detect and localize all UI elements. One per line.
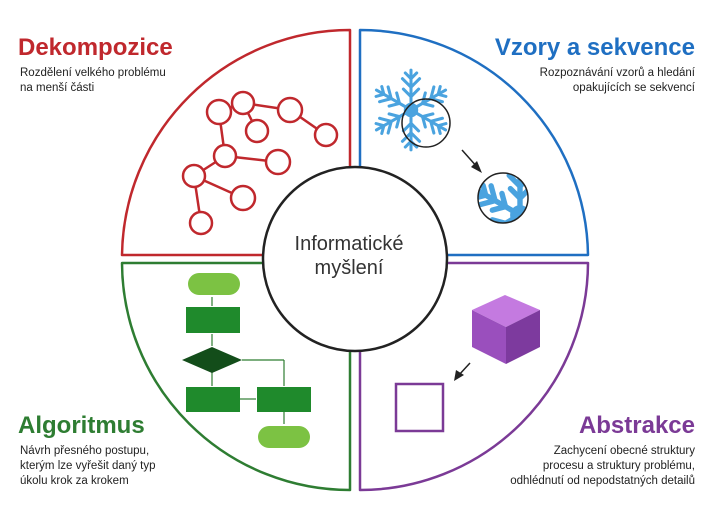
cube-to-square-icon: [394, 295, 540, 433]
tree-graph-icon: [181, 90, 339, 236]
patterns-description: Rozpoznávání vzorů a hledání opakujících…: [540, 66, 695, 96]
center-circle: [261, 165, 449, 353]
algorithm-desc-line: Návrh přesného postupu,: [20, 445, 150, 457]
center-label-line2: myšlení: [314, 257, 384, 279]
algorithm-desc-line: kterým lze vyřešit daný typ: [20, 460, 156, 472]
abstraction-description: Zachycení obecné struktury procesu a str…: [510, 444, 695, 489]
patterns-title: Vzory a sekvence: [494, 34, 695, 61]
decomposition-title: Dekompozice: [18, 34, 173, 61]
decomposition-desc-line: na menší části: [20, 82, 95, 94]
abstraction-desc-line: procesu a struktury problému,: [542, 460, 695, 472]
algorithm-title: Algoritmus: [18, 412, 145, 439]
abstraction-quadrant: [358, 261, 590, 492]
algorithm-desc-line: úkolu krok za krokem: [20, 475, 129, 487]
algorithm-quadrant: [120, 261, 352, 492]
algorithm-description: Návrh přesného postupu, kterým lze vyřeš…: [20, 444, 155, 489]
snowflake-magnifier-icon: [372, 70, 529, 224]
decomposition-quadrant: [120, 28, 352, 257]
abstraction-desc-line: odhlédnutí od nepodstatných detailů: [510, 475, 695, 487]
patterns-quadrant: [358, 28, 590, 257]
patterns-desc-line: opakujících se sekvencí: [572, 82, 695, 94]
center-label-line1: Informatické: [294, 233, 404, 255]
decomposition-description: Rozdělení velkého problému na menší část…: [20, 66, 166, 96]
abstraction-desc-line: Zachycení obecné struktury: [553, 445, 695, 457]
abstraction-title: Abstrakce: [578, 412, 695, 439]
flowchart-icon: [182, 273, 311, 448]
decomposition-desc-line: Rozdělení velkého problému: [20, 67, 166, 79]
center-label: Informatické myšlení: [274, 232, 424, 280]
patterns-desc-line: Rozpoznávání vzorů a hledání: [539, 67, 695, 79]
